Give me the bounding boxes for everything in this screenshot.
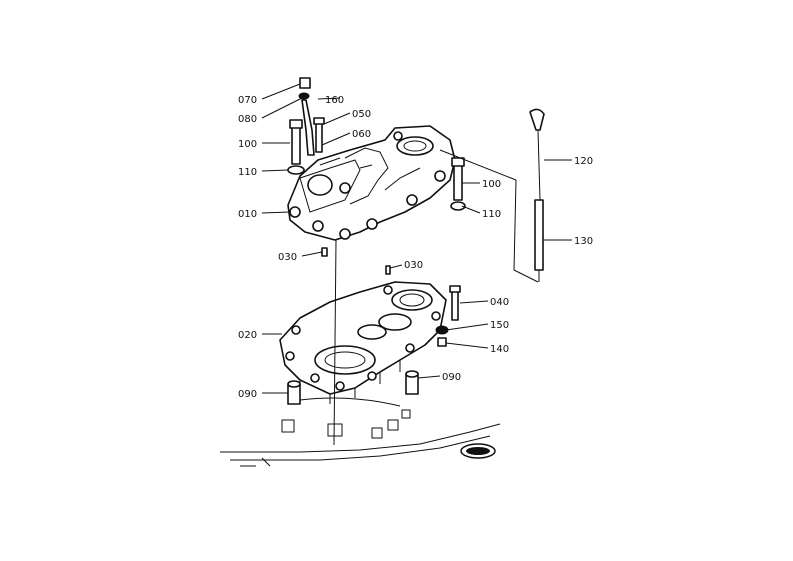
callout-030-lower: 030 <box>404 260 423 271</box>
callout-070: 070 <box>238 95 257 106</box>
callout-090-right: 090 <box>442 372 461 383</box>
pin-030-lower <box>385 265 391 275</box>
breather-pipe-160 <box>298 77 315 156</box>
callout-010: 010 <box>238 209 257 220</box>
assembly-line-dipstick-top <box>439 149 517 181</box>
dowel-090-left <box>287 380 301 405</box>
callout-110-left: 110 <box>238 167 257 178</box>
callout-060: 060 <box>352 129 371 140</box>
callout-090-left: 090 <box>238 389 257 400</box>
callout-130: 130 <box>574 236 593 247</box>
callout-160: 160 <box>325 95 344 106</box>
callout-050: 050 <box>352 109 371 120</box>
leader-lines <box>261 83 572 394</box>
engine-block-outline <box>220 397 501 467</box>
callout-080: 080 <box>238 114 257 125</box>
bolt-040 <box>449 285 461 321</box>
callout-040: 040 <box>490 297 509 308</box>
callout-020: 020 <box>238 330 257 341</box>
bolt-100-right <box>450 157 466 211</box>
callout-140: 140 <box>490 344 509 355</box>
callout-120: 120 <box>574 156 593 167</box>
pin-030-upper <box>321 247 328 257</box>
plug-140 <box>437 337 447 347</box>
manufacturer-logo <box>460 443 496 459</box>
assembly-line-center <box>333 239 337 446</box>
callout-150: 150 <box>490 320 509 331</box>
callout-100-left: 100 <box>238 139 257 150</box>
bolt-100-left <box>287 119 305 175</box>
gear-case-cover <box>287 125 456 241</box>
assembly-line-dipstick-bottom <box>513 269 539 283</box>
dipstick-guide-130 <box>534 199 544 282</box>
dipstick-120 <box>529 108 545 201</box>
callout-110-right: 110 <box>482 209 501 220</box>
bolt-050 <box>313 117 325 153</box>
callout-030-upper: 030 <box>278 252 297 263</box>
dowel-090-right <box>405 370 419 395</box>
gear-case <box>279 281 447 404</box>
callout-100-right: 100 <box>482 179 501 190</box>
assembly-line-dipstick-side <box>513 179 517 271</box>
